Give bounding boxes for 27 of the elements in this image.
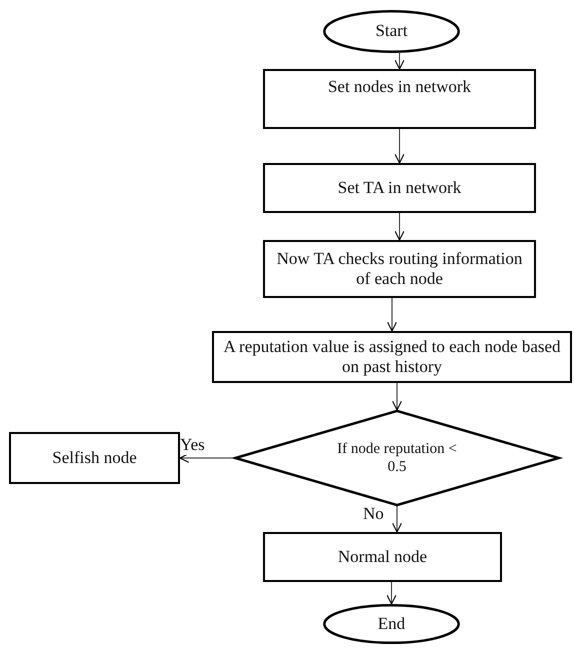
node-text: Start (375, 21, 408, 42)
node-text: A reputation value is assigned to each node based on past history (222, 336, 562, 378)
arrow (386, 298, 398, 332)
arrow (394, 52, 405, 70)
edge-label: Yes (178, 436, 207, 455)
node-text: Set TA in network (338, 178, 462, 198)
node-text: Normal node (338, 546, 428, 568)
terminal-ellipse (323, 10, 460, 53)
arrow (179, 452, 232, 464)
decision-diamond (232, 410, 562, 506)
process-box (9, 432, 180, 484)
node-text: If node reputation < 0.5 (336, 440, 458, 476)
arrow (386, 582, 397, 605)
arrow (394, 128, 405, 164)
node-text: Now TA checks routing information of each node (276, 248, 524, 290)
process-box (263, 163, 536, 213)
arrow (392, 382, 402, 411)
process-box (263, 240, 536, 298)
arrow (394, 212, 405, 241)
node-text: Set nodes in network (328, 77, 472, 98)
terminal-ellipse (323, 604, 460, 644)
process-box (263, 69, 536, 129)
arrow (392, 506, 402, 533)
process-box (212, 331, 572, 383)
node-text: Selfish node (52, 448, 137, 468)
node-text: End (378, 614, 406, 634)
process-box (263, 532, 502, 582)
